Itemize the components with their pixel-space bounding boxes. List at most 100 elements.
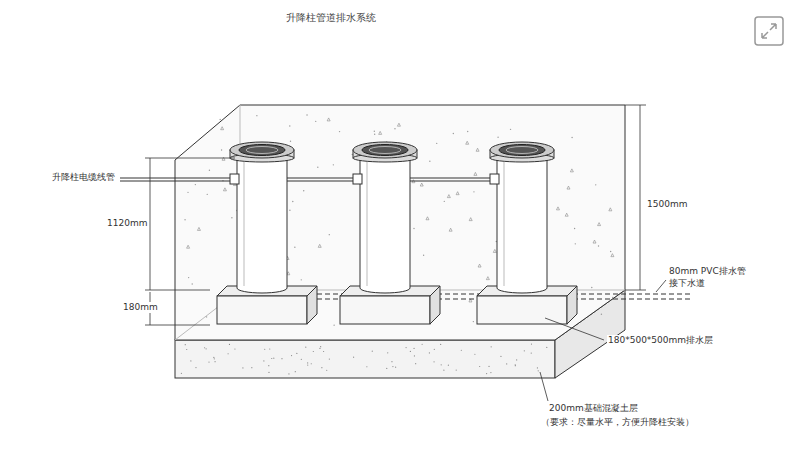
speckle	[449, 228, 452, 231]
speckle	[474, 172, 477, 175]
speckle	[440, 344, 441, 345]
bollard-cap	[490, 142, 554, 158]
speckle	[242, 367, 243, 368]
label-text: 200mm基础混凝土层	[548, 403, 639, 414]
speckle	[414, 355, 415, 356]
speckle	[289, 210, 290, 211]
speckle	[281, 358, 282, 359]
speckle	[214, 358, 215, 359]
speckle	[497, 136, 498, 137]
speckle	[305, 347, 306, 348]
speckle	[339, 131, 340, 132]
speckle	[461, 350, 462, 351]
speckle	[333, 164, 334, 165]
bollard-cap	[353, 142, 417, 158]
label-text: 80mm PVC排水管	[668, 266, 747, 277]
speckle	[429, 352, 430, 353]
speckle	[269, 348, 270, 349]
speckle	[229, 344, 230, 345]
bollard-shade	[367, 162, 368, 286]
speckle	[251, 367, 252, 368]
speckle	[434, 349, 435, 350]
speckle	[296, 353, 297, 354]
speckle	[315, 121, 316, 122]
label-text: 180mm	[122, 302, 159, 313]
speckle	[323, 351, 324, 352]
speckle	[546, 347, 547, 348]
bollard-ring	[246, 147, 278, 154]
cable-conduit	[120, 178, 500, 181]
speckle	[478, 264, 481, 267]
speckle	[187, 245, 190, 248]
speckle	[510, 129, 511, 130]
speckle	[515, 365, 516, 366]
speckle	[327, 118, 330, 121]
speckle	[303, 190, 304, 191]
speckle	[295, 371, 296, 372]
speckle	[466, 141, 469, 144]
speckle	[191, 283, 192, 284]
label-text: 升降柱电缆线管	[51, 172, 116, 183]
speckle	[395, 367, 396, 368]
speckle	[415, 363, 416, 364]
speckle	[453, 133, 454, 134]
bollard-top	[239, 145, 285, 156]
drain-block	[340, 296, 430, 324]
speckle	[476, 148, 479, 151]
speckle	[473, 191, 474, 192]
speckle	[181, 373, 182, 374]
speckle	[204, 347, 205, 348]
expand-icon	[755, 17, 783, 45]
bollards	[217, 142, 577, 324]
speckle	[567, 186, 570, 189]
speckle	[333, 324, 334, 325]
speckle	[329, 234, 330, 235]
speckle	[353, 357, 354, 358]
speckle	[311, 363, 312, 364]
speckle	[231, 217, 232, 218]
speckle	[213, 357, 214, 358]
speckle	[426, 217, 429, 220]
speckle	[593, 240, 596, 243]
speckle	[413, 348, 414, 349]
speckle	[531, 343, 532, 344]
label-text: 180*500*500mm排水层	[607, 335, 714, 346]
speckle	[392, 366, 393, 367]
speckle	[219, 119, 220, 120]
speckle	[291, 355, 292, 356]
speckle	[205, 348, 206, 349]
bollard-body	[360, 158, 410, 293]
speckle	[397, 123, 400, 126]
speckle	[598, 245, 599, 246]
speckle	[294, 247, 295, 248]
speckle	[410, 351, 411, 352]
speckle	[456, 192, 459, 195]
speckle	[273, 358, 274, 359]
speckle	[290, 141, 291, 142]
speckle	[493, 249, 496, 252]
speckle	[488, 366, 489, 367]
speckle	[506, 363, 507, 364]
speckle	[234, 348, 235, 349]
speckle	[467, 131, 468, 132]
drain-block-side	[430, 286, 440, 324]
dimension-lines	[145, 105, 646, 325]
speckle	[374, 131, 375, 132]
speckle	[288, 373, 289, 374]
conduit-joint	[230, 174, 239, 184]
speckle	[443, 370, 444, 371]
label-text: 接下水道	[668, 278, 706, 289]
speckle	[313, 351, 314, 352]
speckle	[611, 254, 614, 257]
speckle	[306, 114, 307, 115]
speckle	[292, 201, 293, 202]
speckle	[374, 134, 375, 135]
speckle	[264, 349, 265, 350]
speckle	[188, 277, 189, 278]
speckle	[318, 244, 321, 247]
speckle	[326, 370, 327, 371]
speckle	[598, 223, 601, 226]
speckle	[486, 277, 489, 280]
speckle	[206, 316, 207, 317]
